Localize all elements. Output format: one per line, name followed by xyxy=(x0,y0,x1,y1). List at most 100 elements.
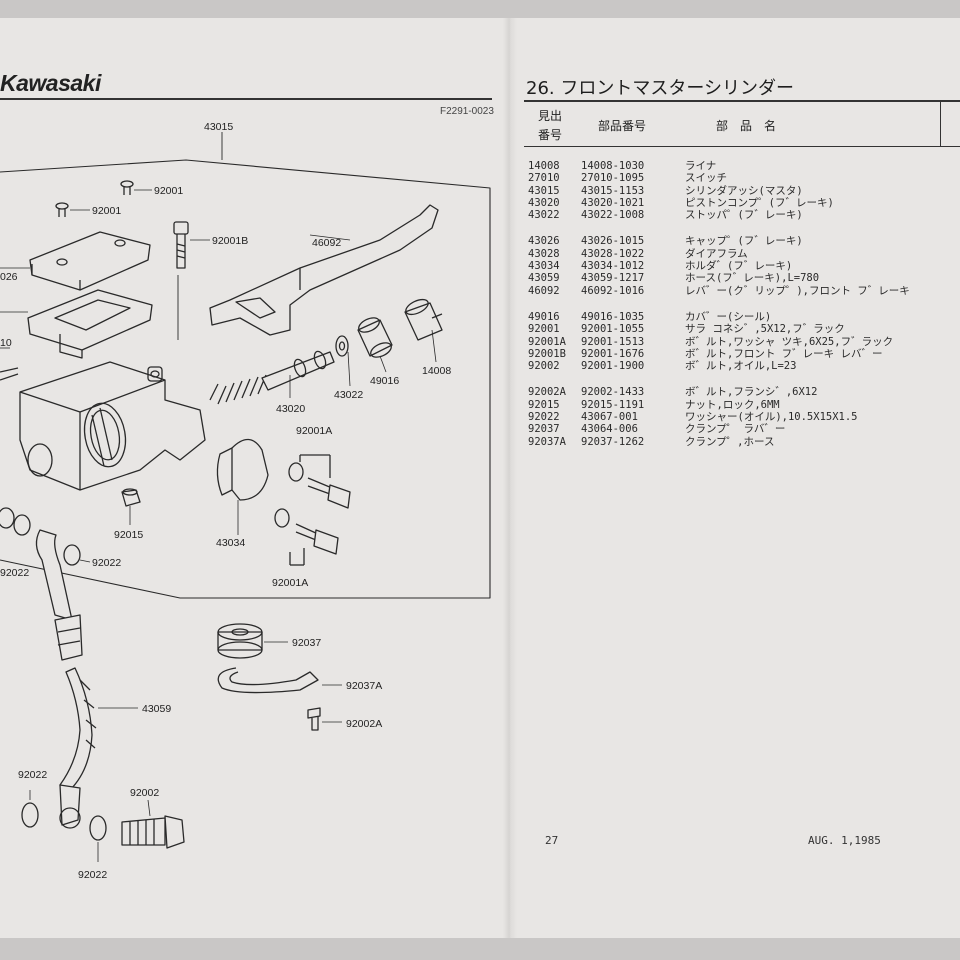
screw-92001-b xyxy=(55,202,69,217)
part-number: 43067-001 xyxy=(581,411,638,424)
part-name: ライナ xyxy=(685,160,717,172)
part-name: ワッシャー(オイル),10.5X15X1.5 xyxy=(685,411,858,424)
label-43020: 43020 xyxy=(276,403,305,415)
part-name: シリンダアッシ(マスタ) xyxy=(685,184,803,197)
column-header-part-number: 部品番号 xyxy=(598,119,647,133)
label-92001A-top: 92001A xyxy=(296,425,332,437)
table-row: 43026 43026-1015 キャップ゜(フ゛レーキ) xyxy=(528,235,910,247)
part-name: ボ゛ルト,ワッシャ ツキ,6X25,フ゛ラック xyxy=(685,335,894,348)
part-name: ボ゛ルト,フロント フ゛レーキ レバ゛ー xyxy=(685,347,883,360)
part-number: 43059-1217 xyxy=(581,272,645,285)
column-header-part-name: 部 品 名 xyxy=(716,119,777,133)
label-43015: 43015 xyxy=(204,121,233,133)
part-name: キャップ゜(フ゛レーキ) xyxy=(685,235,803,248)
part-number: 43015-1153 xyxy=(581,184,645,197)
ref-number: 92022 xyxy=(528,411,560,424)
part-number: 49016-1035 xyxy=(581,310,645,323)
label-43059: 43059 xyxy=(142,703,171,715)
ref-number: 43022 xyxy=(528,209,560,222)
ref-number: 27010 xyxy=(528,172,560,185)
part-number: 43022-1008 xyxy=(581,209,645,222)
ref-number: 92002 xyxy=(528,360,560,373)
part-number: 43028-1022 xyxy=(581,247,645,260)
part-name: ストッパ゜(フ゛レーキ) xyxy=(685,209,803,222)
brand-logo: Kawasaki xyxy=(0,70,101,96)
label-92001A-bottom: 92001A xyxy=(272,577,308,589)
ref-number: 92001B xyxy=(528,347,566,360)
table-row: 92002A 92002-1433 ボ゛ルト,フランシ゛,6X12 xyxy=(528,386,910,398)
book-spine xyxy=(503,18,517,938)
column-header-ref-line2: 番号 xyxy=(538,128,563,142)
part-number: 46092-1016 xyxy=(581,284,645,297)
catalog-page xyxy=(0,18,960,938)
group-spacer xyxy=(528,297,910,311)
column-divider xyxy=(940,102,941,146)
header-rule-right xyxy=(524,100,960,102)
ref-number: 92015 xyxy=(528,398,560,411)
group-spacer xyxy=(528,221,910,235)
part-name: ボ゛ルト,オイル,L=23 xyxy=(685,360,797,373)
ref-number: 43059 xyxy=(528,272,560,285)
section-title: 26. フロントマスターシリンダー xyxy=(526,78,794,99)
label-92022-b: 92022 xyxy=(92,557,121,569)
part-name: ホース(フ゛レーキ),L=780 xyxy=(685,272,820,285)
figure-code: F2291-0023 xyxy=(440,106,494,117)
ref-number: 14008 xyxy=(528,160,560,172)
part-name: クランプ゜,ホース xyxy=(685,435,775,448)
ref-number: 92002A xyxy=(528,386,566,399)
label-92001-b: 92001 xyxy=(92,205,121,217)
ref-number: 43026 xyxy=(528,235,560,248)
ref-number: 43028 xyxy=(528,247,560,260)
label-92037: 92037 xyxy=(292,637,321,649)
ref-number: 92037A xyxy=(528,435,566,448)
label-43022: 43022 xyxy=(334,389,363,401)
part-number: 92037-1262 xyxy=(581,435,645,448)
header-underline xyxy=(524,146,960,147)
label-14008: 14008 xyxy=(422,365,451,377)
group-spacer xyxy=(528,372,910,386)
part-number: 92002-1433 xyxy=(581,386,645,399)
column-header-ref-line1: 見出 xyxy=(538,109,563,123)
ref-number: 43034 xyxy=(528,260,560,273)
table-row: 92022 43067-001 ワッシャー(オイル),10.5X15X1.5 xyxy=(528,411,910,423)
part-number: 92001-1055 xyxy=(581,323,645,336)
part-number: 43064-006 xyxy=(581,423,638,436)
part-number: 27010-1095 xyxy=(581,172,645,185)
part-name: ホルダ゛(フ゛レーキ) xyxy=(685,260,793,273)
ref-number: 43015 xyxy=(528,184,560,197)
label-43034: 43034 xyxy=(216,537,245,549)
print-date: AUG. 1,1985 xyxy=(808,834,881,847)
label-92022-c: 92022 xyxy=(18,769,47,781)
part-number: 43020-1021 xyxy=(581,196,645,209)
part-name: サラ コネシ゛,5X12,フ゛ラック xyxy=(685,323,845,336)
ref-number: 92001A xyxy=(528,335,566,348)
table-row: 43015 43015-1153 シリンダアッシ(マスタ) xyxy=(528,185,910,197)
screw-92001-a xyxy=(120,180,134,195)
label-10: 10 xyxy=(0,337,12,349)
part-name: ナット,ロック,6MM xyxy=(685,398,780,411)
part-name: レバ゛ー(ク゛リップ゜),フロント フ゛レーキ xyxy=(685,284,910,297)
table-row: 92037A 92037-1262 クランプ゜,ホース xyxy=(528,436,910,448)
part-name: カバ゛ー(シール) xyxy=(685,310,772,323)
table-row: 92001 92001-1055 サラ コネシ゛,5X12,フ゛ラック xyxy=(528,323,910,335)
label-92022-d: 92022 xyxy=(78,869,107,881)
label-92001B: 92001B xyxy=(212,235,248,247)
label-92001-a: 92001 xyxy=(154,185,183,197)
table-row: 43022 43022-1008 ストッパ゜(フ゛レーキ) xyxy=(528,209,910,221)
part-number: 43026-1015 xyxy=(581,235,645,248)
part-name: ボ゛ルト,フランシ゛,6X12 xyxy=(685,386,818,399)
ref-number: 43020 xyxy=(528,196,560,209)
header-rule-left xyxy=(0,98,492,100)
ref-number: 92001 xyxy=(528,323,560,336)
